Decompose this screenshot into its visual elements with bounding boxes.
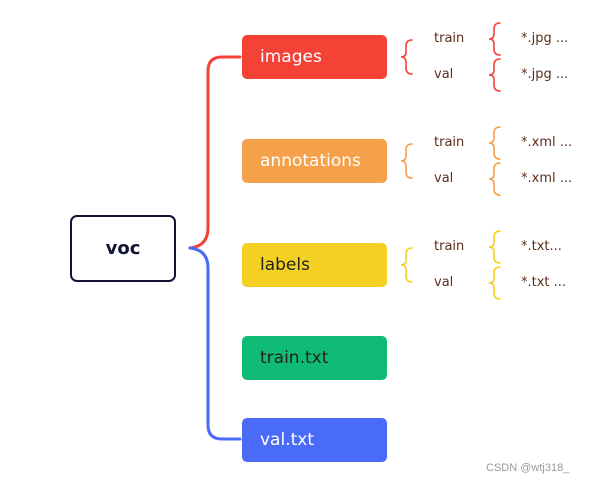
labels-val-brace	[488, 266, 501, 300]
images-train-files: *.jpg ...	[521, 31, 569, 46]
node-annotations: annotations	[242, 139, 387, 183]
images-val-files: *.jpg ...	[521, 67, 569, 82]
labels-train-brace	[488, 230, 501, 264]
labels-train-split: train	[434, 239, 465, 254]
labels-val-split: val	[434, 275, 454, 290]
bracket-top-red	[188, 55, 242, 250]
node-images-label: images	[260, 47, 322, 67]
root-node: voc	[70, 215, 176, 282]
node-val-txt: val.txt	[242, 418, 387, 462]
labels-group-brace	[400, 247, 413, 283]
annotations-train-brace	[488, 126, 501, 160]
bracket-bottom-blue	[188, 246, 242, 441]
images-train-split: train	[434, 31, 465, 46]
annotations-val-split: val	[434, 171, 454, 186]
annotations-val-brace	[488, 162, 501, 196]
group-braces	[400, 22, 501, 300]
root-label: voc	[105, 238, 141, 259]
labels-train-files: *.txt...	[521, 239, 562, 254]
watermark: CSDN @wtj318_	[486, 462, 570, 474]
annotations-train-files: *.xml ...	[521, 135, 573, 150]
labels-val-files: *.txt ...	[521, 275, 567, 290]
annotations-train-split: train	[434, 135, 465, 150]
annotations-group-brace	[400, 143, 413, 179]
node-train-txt-label: train.txt	[260, 348, 329, 368]
node-labels: labels	[242, 243, 387, 287]
node-train-txt: train.txt	[242, 336, 387, 380]
node-val-txt-label: val.txt	[260, 430, 314, 450]
images-group-brace	[400, 39, 413, 75]
images-val-brace	[488, 58, 501, 92]
node-labels-label: labels	[260, 255, 310, 275]
annotations-val-files: *.xml ...	[521, 171, 573, 186]
node-images: images	[242, 35, 387, 79]
images-val-split: val	[434, 67, 454, 82]
images-train-brace	[488, 22, 501, 56]
node-annotations-label: annotations	[260, 151, 361, 171]
